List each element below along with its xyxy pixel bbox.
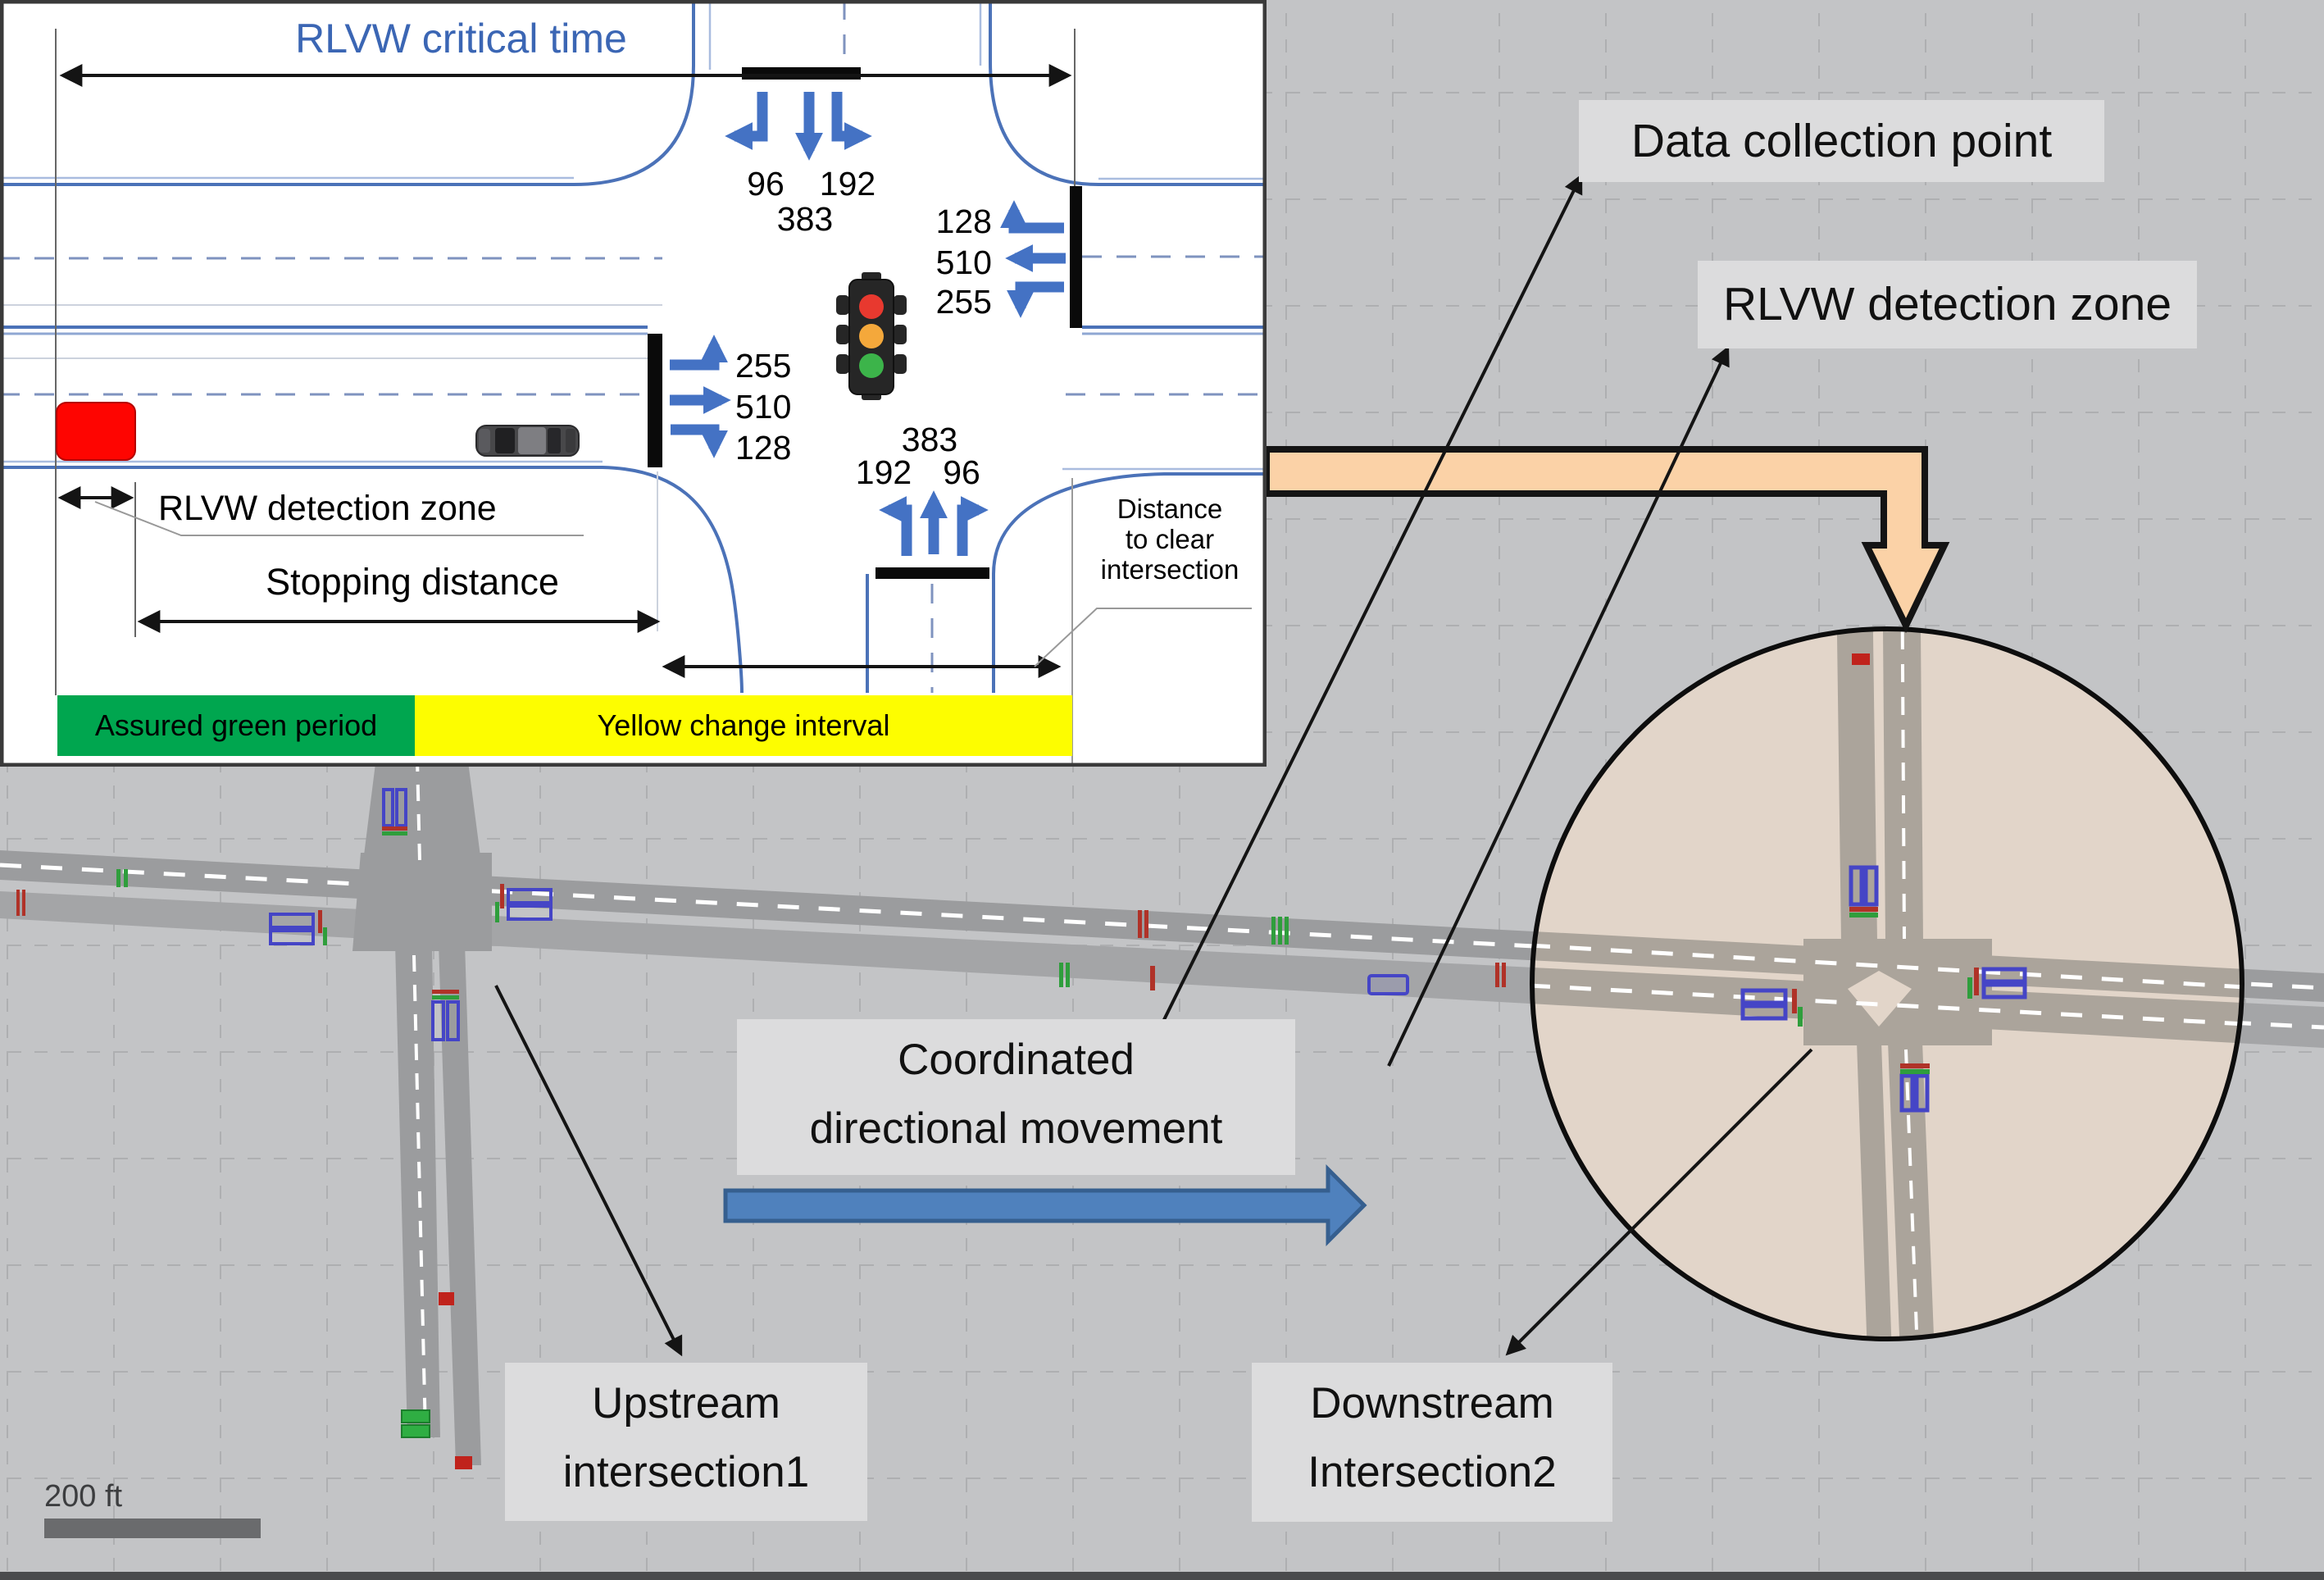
red-light (859, 294, 884, 319)
bottom-edge (0, 1572, 2324, 1580)
volume-sb-total: 383 (776, 200, 834, 238)
volume-nb-right: 96 (943, 453, 980, 491)
inset-detection-zone-label: RLVW detection zone (158, 489, 497, 528)
volume-nb-total: 383 (901, 421, 958, 458)
green-light (859, 353, 884, 378)
downstream-arrow (1505, 1048, 1813, 1356)
rlvw-detector-loop (1367, 974, 1409, 995)
data-collection-arrow (1151, 173, 1583, 1044)
assured-green-label: Assured green period (94, 708, 378, 742)
car-icon (475, 425, 580, 457)
annotation-arrows (494, 173, 1813, 1357)
coordinated-movement-label: Coordinated directional movement (737, 1019, 1295, 1175)
vehicle-red (455, 1456, 472, 1469)
volume-west-bottom: 128 (735, 429, 792, 467)
center-island (1848, 971, 1912, 1027)
volume-east-bottom: 255 (935, 283, 992, 321)
inset-title: RLVW critical time (295, 16, 627, 61)
vehicle-red (439, 1292, 454, 1305)
scale-bar-label: 200 ft (44, 1479, 123, 1514)
magnifier-callout-arrow (1263, 446, 1950, 634)
queued-vehicle-green (401, 1409, 430, 1423)
volume-nb-left: 192 (855, 453, 912, 491)
violating-vehicle-red (56, 402, 136, 461)
volume-east-middle: 510 (935, 244, 992, 281)
volume-west-middle: 510 (735, 388, 792, 426)
turn-movement-arrows (670, 92, 1066, 556)
dimension-lines (55, 29, 1252, 765)
assured-green-bar (57, 695, 415, 756)
volume-west-top: 255 (735, 347, 792, 385)
magnifier-circle (1530, 626, 2244, 1341)
inset-faint-lane-lines (0, 304, 662, 631)
inset-road-companion-lines (0, 0, 1267, 471)
downstream-intersection-label: Downstream Intersection2 (1252, 1363, 1612, 1522)
yellow-light (859, 324, 884, 348)
rlvw-detection-zone-label: RLVW detection zone (1698, 261, 2197, 348)
vehicle-red (1852, 653, 1870, 665)
coordinated-movement-arrow (723, 1163, 1367, 1247)
scale-bar (44, 1519, 261, 1538)
upstream-intersection-label: Upstream intersection1 (505, 1363, 867, 1521)
queued-vehicle-green (401, 1424, 430, 1438)
volume-east-top: 128 (935, 203, 992, 240)
upstream-arrow (494, 985, 683, 1357)
signal-ticks-and-detectors (16, 788, 1506, 1469)
distance-to-clear-label: Distance to clear intersection (1100, 494, 1239, 585)
inset-drawing (0, 0, 1267, 767)
volume-sb-left: 192 (819, 165, 876, 203)
inset-lane-dashes (0, 0, 1267, 693)
rlvw-zone-arrow (1387, 345, 1730, 1067)
yellow-interval-bar (415, 695, 1072, 756)
traffic-light-icon (836, 272, 907, 400)
yellow-change-label: Yellow change interval (597, 708, 890, 742)
volume-sb-right: 96 (747, 165, 785, 203)
data-collection-point-label: Data collection point (1579, 100, 2104, 182)
inset-border (0, 0, 1267, 767)
rlvw-inset-panel: RLVW critical time 96 192 383 128 510 25… (0, 0, 1267, 767)
inset-stopping-distance-label: Stopping distance (266, 561, 559, 603)
